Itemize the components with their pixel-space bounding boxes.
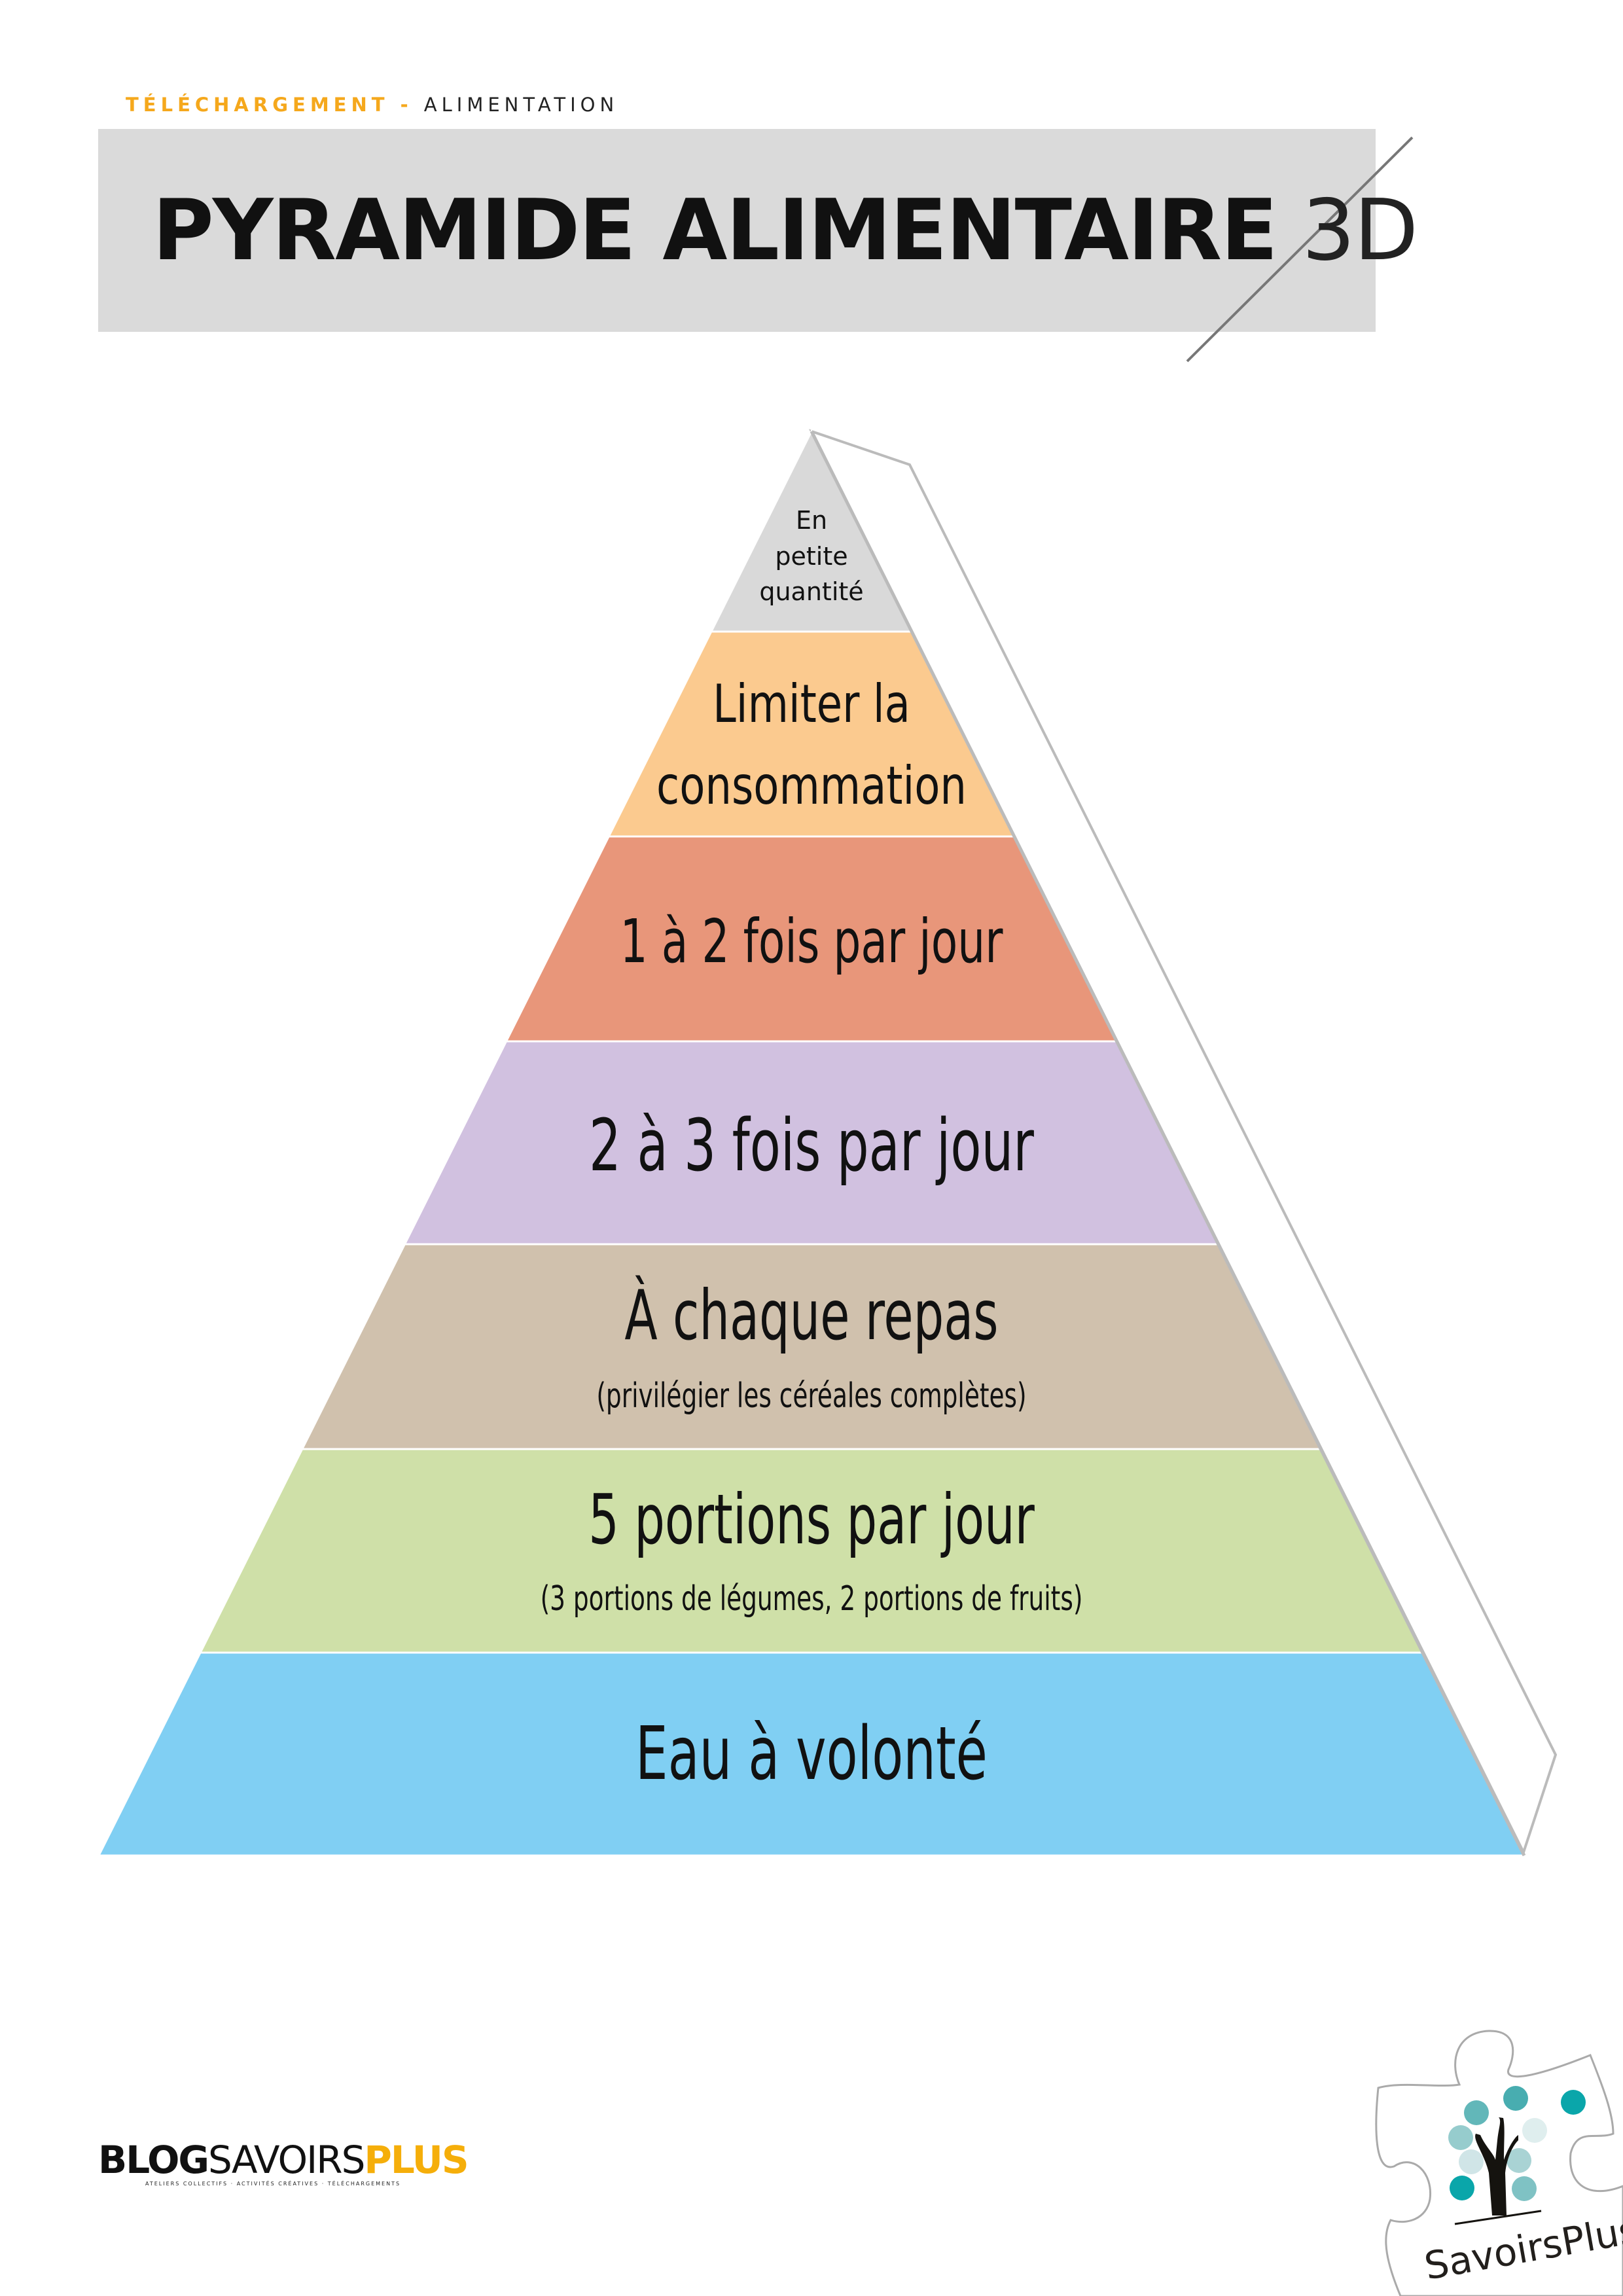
level-1-line-2: petite [775,542,847,571]
logo-blog: BLOG [98,2138,209,2182]
logo-savoirs: SAVOIRS [208,2138,365,2182]
level-6-label: 5 portions par jour [588,1480,1035,1560]
level-4-label: 2 à 3 fois par jour [589,1104,1035,1187]
title-banner [98,129,1376,332]
logo-plus: PLUS [364,2138,469,2182]
title-light: 3D [1276,182,1418,279]
breadcrumb-section: TÉLÉCHARGEMENT [126,94,389,116]
level-5-label: À chaque repas [624,1275,998,1356]
savoirsplus-puzzle-logo: SavoirsPlus [1375,2030,1623,2296]
logo-tagline: ATELIERS COLLECTIFS · ACTIVITÉS CRÉATIVE… [145,2181,401,2187]
level-2-line-1: Limiter la [713,674,910,735]
breadcrumb-category: ALIMENTATION [423,94,619,116]
breadcrumb: TÉLÉCHARGEMENT - ALIMENTATION [126,94,618,116]
level-3-label: 1 à 2 fois par jour [620,906,1003,977]
level-7-label: Eau à volonté [635,1711,988,1797]
title-bold: PYRAMIDE ALIMENTAIRE [152,182,1278,279]
page-title: PYRAMIDE ALIMENTAIRE 3D [152,182,1418,280]
level-2-line-2: consommation [656,756,967,817]
level-6-sublabel: (3 portions de légumes, 2 portions de fr… [541,1579,1083,1619]
level-1-line-3: quantité [759,577,863,606]
pyramid-right-edge [810,430,1526,1857]
level-5-sublabel: (privilégier les céréales complètes) [596,1376,1026,1416]
blog-logo: BLOGSAVOIRSPLUS ATELIERS COLLECTIFS · AC… [98,2138,469,2187]
level-1-line-1: En [796,506,827,535]
breadcrumb-separator: - [389,94,424,116]
